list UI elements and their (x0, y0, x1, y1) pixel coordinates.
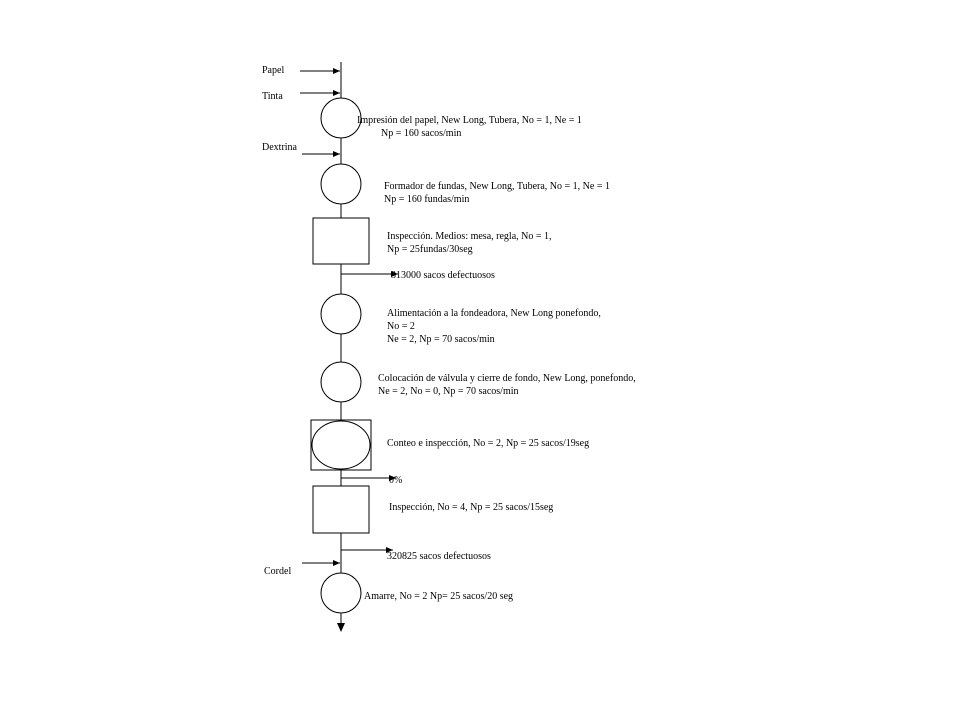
step-4-line-2: No = 2 (387, 321, 415, 332)
step-3-inspection: Inspección. Medios: mesa, regla, No = 1,… (312, 217, 552, 265)
input-label-cordel: Cordel (264, 566, 291, 577)
operation-circle-icon (320, 293, 362, 335)
inspection-square-icon (312, 217, 370, 265)
operation-circle-icon (311, 420, 371, 470)
output-label-zero: 0% (389, 475, 402, 486)
step-2-operation: Formador de fundas, New Long, Tubera, No… (320, 163, 610, 205)
step-4-operation: Alimentación a la fondeadora, New Long p… (320, 293, 601, 345)
inspection-square-icon (312, 485, 370, 534)
operation-circle-icon (320, 361, 362, 403)
operation-circle-icon (320, 97, 362, 139)
operation-circle-icon (320, 572, 362, 614)
operation-circle-icon (320, 163, 362, 205)
step-1-line-2: Np = 160 sacos/min (381, 128, 461, 139)
step-5-line-2: Ne = 2, No = 0, Np = 70 sacos/min (378, 386, 519, 397)
step-7-inspection: Inspección, No = 4, Np = 25 sacos/15seg (312, 485, 553, 534)
step-1-line-1: Impresión del papel, New Long, Tubera, N… (357, 115, 582, 126)
step-4-line-1: Alimentación a la fondeadora, New Long p… (387, 308, 601, 319)
output-defects-2: 320825 sacos defectuosos (341, 547, 491, 562)
step-7-line-1: Inspección, No = 4, Np = 25 sacos/15seg (389, 502, 553, 513)
input-tinta: Tinta (262, 90, 340, 102)
step-3-line-1: Inspección. Medios: mesa, regla, No = 1, (387, 231, 552, 242)
input-cordel: Cordel (264, 560, 340, 577)
step-3-line-2: Np = 25fundas/30seg (387, 244, 473, 255)
input-label-papel: Papel (262, 65, 284, 76)
step-8-line-1: Amarre, No = 2 Np= 25 sacos/20 seg (364, 591, 513, 602)
step-6-combined: Conteo e inspección, No = 2, Np = 25 sac… (310, 419, 589, 471)
flow-end-arrow (337, 623, 345, 632)
step-6-line-1: Conteo e inspección, No = 2, Np = 25 sac… (387, 438, 589, 449)
output-defects-1: 313000 sacos defectuosos (341, 270, 495, 281)
output-zero: 0% (341, 475, 402, 486)
step-2-line-1: Formador de fundas, New Long, Tubera, No… (384, 181, 610, 192)
input-label-tinta: Tinta (262, 91, 283, 102)
input-label-dextrina: Dextrina (262, 142, 298, 153)
step-8-operation: Amarre, No = 2 Np= 25 sacos/20 seg (320, 572, 513, 614)
step-5-line-1: Colocación de válvula y cierre de fondo,… (378, 373, 636, 384)
step-2-line-2: Np = 160 fundas/min (384, 194, 469, 205)
step-5-operation: Colocación de válvula y cierre de fondo,… (320, 361, 636, 403)
input-dextrina: Dextrina (262, 142, 340, 157)
output-label-defects-1: 313000 sacos defectuosos (391, 270, 495, 281)
step-4-line-3: Ne = 2, Np = 70 sacos/min (387, 334, 495, 345)
step-1-operation: Impresión del papel, New Long, Tubera, N… (320, 97, 582, 139)
output-label-defects-2: 320825 sacos defectuosos (387, 551, 491, 562)
input-papel: Papel (262, 65, 340, 76)
